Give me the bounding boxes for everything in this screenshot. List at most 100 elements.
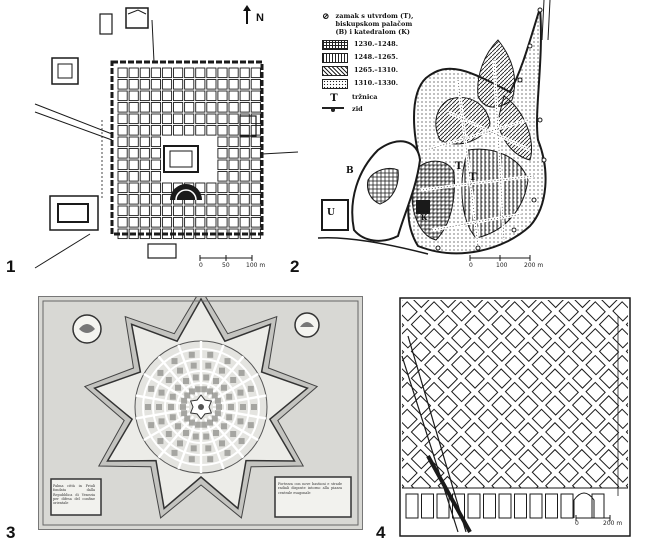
insula-block: [161, 79, 173, 90]
insula-block: [128, 182, 139, 194]
panel-3-star-fortress-engraving: [38, 296, 363, 530]
street-block: [491, 475, 512, 488]
bishop-palace-area: [367, 167, 399, 205]
house-block: [205, 362, 212, 369]
street-block: [598, 395, 620, 416]
house-block: [183, 429, 189, 436]
insula-block: [139, 136, 150, 148]
house-block: [220, 423, 227, 430]
plan-2-svg: [317, 0, 551, 261]
street-block: [598, 368, 620, 389]
insula-block: [217, 159, 228, 171]
legend-item-1230: 1230.–1248.: [322, 40, 398, 50]
insula-block: [239, 79, 250, 90]
street-block: [477, 462, 499, 483]
insula-block: [150, 79, 161, 90]
street-edge: [493, 59, 505, 241]
market-t-icon: T: [330, 93, 338, 104]
insula-block: [161, 228, 173, 240]
insula-block: [139, 113, 150, 125]
house-block: [188, 351, 195, 358]
south-block: [436, 493, 450, 519]
street-block: [464, 368, 485, 389]
scale-4-tick-0: 0: [575, 520, 579, 527]
insula-block: [139, 90, 150, 102]
street-block: [558, 435, 579, 456]
street-block: [531, 301, 553, 322]
insula-block: [184, 228, 195, 240]
insula-block: [217, 205, 228, 217]
legend-label-1248: 1248.–1265.: [354, 53, 398, 61]
legend-label-1230: 1230.–1248.: [354, 40, 398, 48]
insula-block: [150, 159, 161, 171]
insula-block: [161, 125, 173, 136]
insula-block: [117, 205, 128, 217]
house-block: [158, 418, 165, 425]
insula-block: [239, 67, 250, 79]
radial-street: [157, 355, 195, 399]
insula-block: [217, 182, 228, 194]
ring-street: [164, 370, 238, 444]
river-bank: [317, 236, 429, 255]
insula-block: [206, 113, 217, 125]
forum-inner: [169, 150, 193, 168]
ring-street: [142, 348, 260, 466]
insula-block: [195, 125, 206, 136]
street: [425, 118, 529, 152]
insula-block: [250, 90, 261, 102]
radial-street: [203, 417, 225, 470]
theatre: [170, 184, 202, 200]
insula-block: [239, 148, 250, 159]
house-block: [237, 389, 244, 396]
street-block: [402, 462, 418, 483]
insula-block: [128, 228, 139, 240]
radial-street: [203, 344, 225, 397]
insula-block: [239, 228, 250, 240]
street-block: [518, 448, 539, 470]
street-block: [585, 354, 606, 376]
insula-block: [217, 90, 228, 102]
house-block: [224, 358, 231, 365]
house-block: [247, 385, 254, 392]
house-block: [177, 440, 183, 447]
insula-block: [206, 205, 217, 217]
insula-block: [228, 159, 239, 171]
insula-block: [173, 102, 184, 113]
theatre-inner: [175, 189, 197, 201]
insula-block: [139, 102, 150, 113]
insula-block: [117, 217, 128, 228]
ring-street: [152, 358, 250, 456]
street-block: [464, 341, 485, 362]
street-block: [464, 422, 485, 443]
street-block: [424, 301, 445, 322]
house-block: [213, 429, 219, 436]
insula-block: [250, 217, 261, 228]
legend-label-wall: zid: [352, 105, 363, 113]
temple-roof: [127, 9, 147, 15]
house-block: [157, 438, 164, 445]
house-block: [177, 367, 183, 374]
wall-tower: [517, 77, 523, 83]
villa-west-inner: [57, 63, 73, 79]
south-block: [498, 493, 512, 519]
street-block: [531, 408, 553, 430]
street-edge: [447, 111, 531, 151]
insula-block: [217, 67, 228, 79]
map-letter-u: U: [327, 208, 335, 218]
insula-block: [250, 182, 261, 194]
street-block: [477, 408, 499, 430]
street-block: [571, 300, 593, 309]
amphitheatre: [57, 203, 89, 223]
street-block: [402, 408, 418, 430]
insula-block: [228, 102, 239, 113]
insula-block: [250, 148, 261, 159]
street-block: [491, 448, 512, 470]
street-block: [451, 408, 472, 430]
insula-block: [117, 159, 128, 171]
insula-block: [150, 148, 161, 159]
house-block: [219, 367, 225, 374]
house-block: [194, 421, 201, 428]
house-block: [171, 358, 178, 365]
street-block: [402, 301, 418, 322]
street-block: [571, 422, 593, 443]
